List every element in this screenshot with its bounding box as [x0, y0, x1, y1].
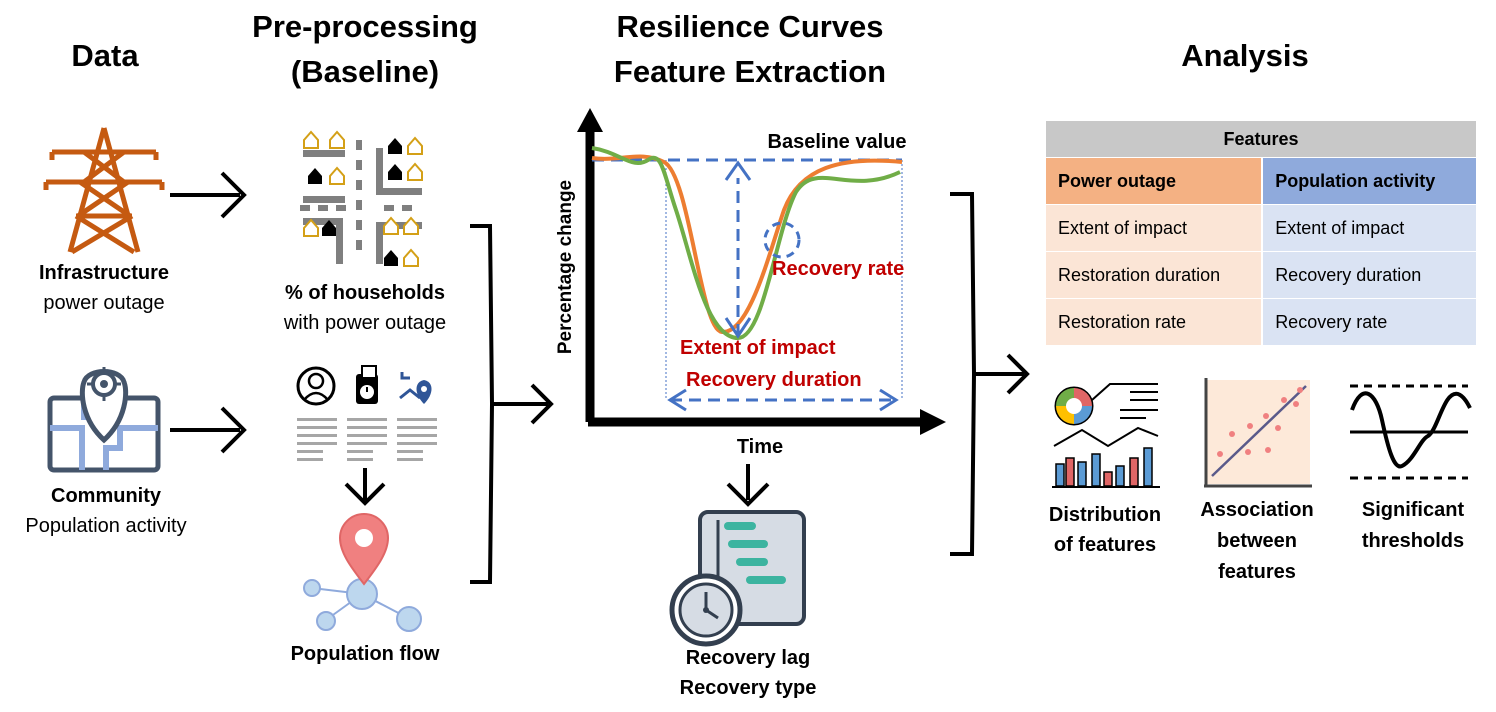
resilience-header-line2: Feature Extraction [613, 54, 887, 89]
households-label-line2: with power outage [283, 312, 447, 334]
location-pin-icon [399, 372, 432, 404]
analysis-header: Analysis [1181, 38, 1309, 73]
arrow-curves-to-analysis [978, 353, 1030, 395]
resilience-chart [577, 108, 946, 435]
distribution-label-line2: of features [1053, 534, 1157, 556]
scatter-plot-icon [1204, 378, 1312, 488]
table-cell: Recovery duration [1262, 251, 1476, 299]
recovery-type-label: Recovery type [679, 677, 817, 699]
association-label-line3: features [1218, 561, 1296, 583]
population-flow-label: Population flow [290, 643, 440, 665]
arrow-time-to-lag [726, 464, 770, 507]
baseline-value-label: Baseline value [767, 131, 907, 153]
table-cell: Recovery rate [1262, 298, 1476, 346]
table-cell: Extent of impact [1262, 204, 1476, 252]
data-header: Data [71, 38, 139, 73]
recovery-lag-label: Recovery lag [685, 647, 811, 669]
person-icon [296, 366, 336, 406]
features-table-header-row: Power outage Population activity [1046, 157, 1476, 205]
table-row: Restoration rate Recovery rate [1046, 298, 1476, 346]
features-table-title-row: Features [1046, 121, 1476, 158]
arrow-activity-to-flow [344, 468, 386, 506]
neighborhood-map-icon [300, 130, 423, 267]
gantt-clock-icon [669, 510, 806, 647]
brace-preprocessing [470, 224, 498, 584]
arrow-preprocessing-to-curves [498, 383, 554, 425]
power-outage-label: power outage [43, 292, 165, 314]
infrastructure-label: Infrastructure [38, 262, 170, 284]
households-label-line1: % of households [285, 282, 445, 304]
association-label-line1: Association [1200, 499, 1314, 521]
table-row: Restoration duration Recovery duration [1046, 251, 1476, 299]
population-activity-label: Population activity [25, 515, 187, 537]
features-table: Features Power outage Population activit… [1046, 121, 1476, 346]
clock-card-icon [356, 365, 378, 404]
population-flow-icon [303, 513, 422, 632]
preprocessing-header-line2: (Baseline) [290, 54, 440, 89]
association-label-line2: between [1216, 530, 1298, 552]
extent-of-impact-label: Extent of impact [680, 337, 836, 359]
preprocessing-header-line1: Pre-processing [252, 9, 478, 44]
arrow-community-to-activity [170, 406, 247, 454]
orange-curve [591, 154, 903, 335]
green-curve [591, 146, 901, 341]
column-power-outage: Power outage [1046, 157, 1264, 205]
table-cell: Restoration rate [1046, 298, 1264, 346]
distribution-label-line1: Distribution [1048, 504, 1162, 526]
thresholds-icon [1350, 384, 1472, 480]
recovery-duration-label: Recovery duration [686, 369, 862, 391]
table-cell: Extent of impact [1046, 204, 1264, 252]
brace-curves [950, 192, 980, 556]
community-label: Community [51, 485, 161, 507]
time-label: Time [736, 436, 784, 458]
text-lines-icon [297, 418, 437, 461]
significant-label-line2: thresholds [1361, 530, 1465, 552]
map-location-icon [47, 367, 161, 473]
table-row: Extent of impact Extent of impact [1046, 204, 1476, 252]
power-tower-icon [43, 127, 165, 255]
resilience-header-line1: Resilience Curves [616, 9, 884, 44]
distribution-chart-icon [1052, 383, 1160, 488]
significant-label-line1: Significant [1361, 499, 1465, 521]
arrow-infra-to-households [170, 171, 247, 219]
table-cell: Restoration duration [1046, 251, 1264, 299]
features-table-title: Features [1046, 121, 1476, 158]
recovery-rate-label: Recovery rate [772, 258, 905, 280]
column-population-activity: Population activity [1262, 157, 1476, 205]
y-axis-label: Percentage change [555, 179, 576, 355]
